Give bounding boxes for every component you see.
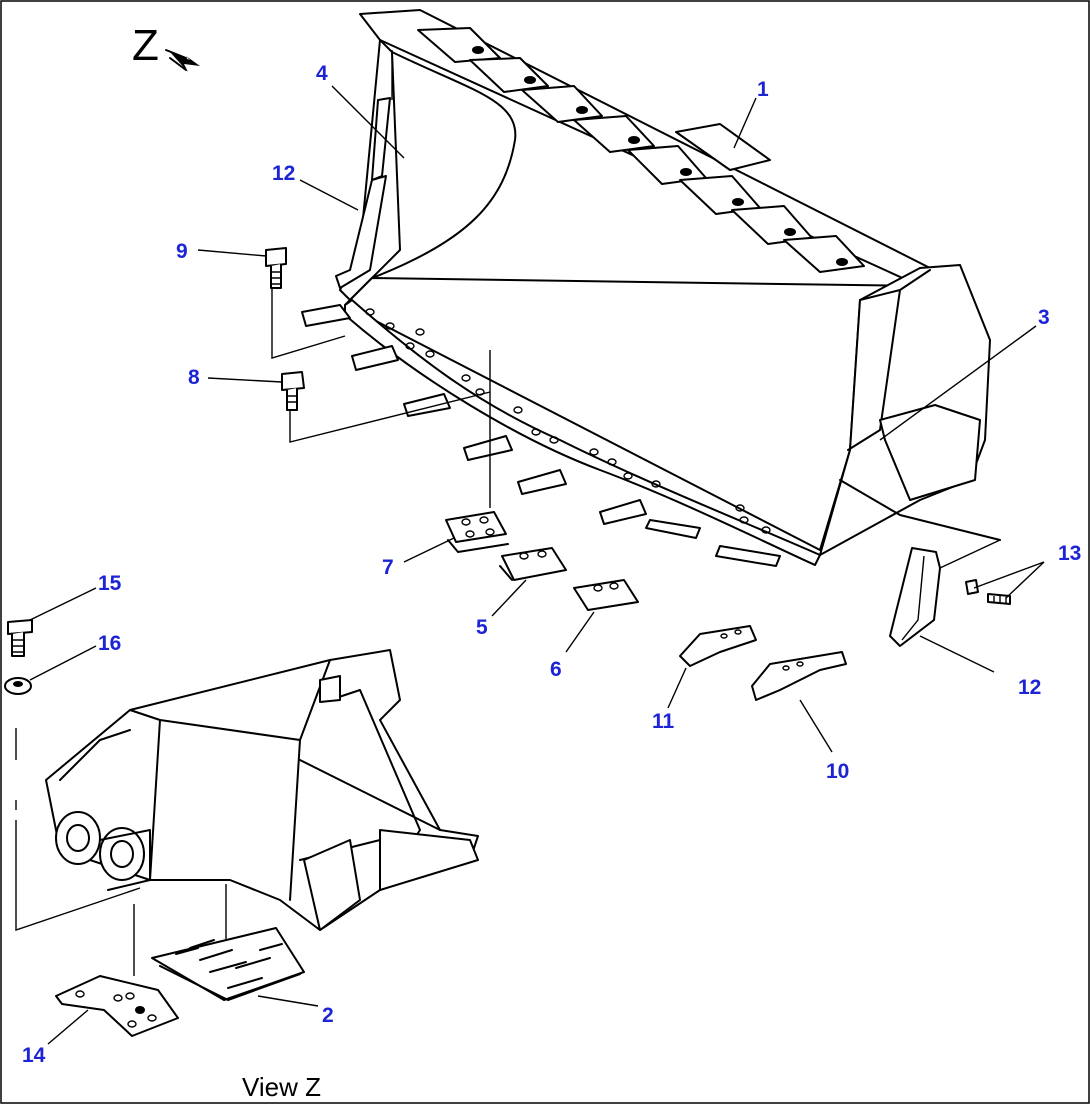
callout-2: 2 xyxy=(322,1004,334,1027)
callout-6: 6 xyxy=(550,658,562,681)
callout-3: 3 xyxy=(1038,306,1050,329)
view-z-marker: Z xyxy=(132,21,159,70)
side-shroud-lower xyxy=(889,547,941,647)
view-z-bucket xyxy=(45,649,479,931)
callout-10: 10 xyxy=(826,760,849,783)
view-direction-arrow xyxy=(170,52,200,72)
bucket-assembly xyxy=(301,9,1001,567)
bolt-13-set xyxy=(965,579,1011,605)
top-wear-plates xyxy=(417,27,865,273)
callout-14: 14 xyxy=(22,1044,46,1067)
rail-bracket xyxy=(675,123,771,171)
callout-11: 11 xyxy=(652,710,675,733)
plate-7 xyxy=(445,511,507,543)
assembly-leaders xyxy=(271,288,1001,569)
callout-13: 13 xyxy=(1058,542,1081,565)
wear-plate-2 xyxy=(151,927,305,1001)
view-z-caption: View Z xyxy=(242,1072,321,1102)
bolt-8 xyxy=(281,371,305,411)
tooth-11 xyxy=(679,625,757,667)
view-direction-arrow-shaft xyxy=(165,49,187,71)
bolt-15 xyxy=(7,619,33,657)
callout-1: 1 xyxy=(757,78,769,101)
wear-plate-2-slots xyxy=(175,939,283,989)
plate-6 xyxy=(573,579,639,611)
side-liner-strip xyxy=(371,97,391,181)
callout-leaders xyxy=(29,85,1045,1045)
bucket-back-curve xyxy=(371,51,517,279)
tooth-10 xyxy=(751,651,847,701)
callout-5: 5 xyxy=(476,616,488,639)
plate-5 xyxy=(501,547,567,581)
callout-12-lower: 12 xyxy=(1018,676,1041,699)
view-z-outline xyxy=(45,649,479,931)
plate-14 xyxy=(55,975,179,1037)
callout-9: 9 xyxy=(176,240,188,263)
bolt-9 xyxy=(265,247,287,289)
callout-16: 16 xyxy=(98,632,121,655)
callout-12-upper: 12 xyxy=(272,162,295,185)
side-cutter-plate xyxy=(879,404,981,501)
cutting-edge-bolts xyxy=(365,308,771,534)
callout-8: 8 xyxy=(188,366,200,389)
callout-4: 4 xyxy=(316,62,328,85)
callout-7: 7 xyxy=(382,556,394,579)
side-shroud-upper xyxy=(335,175,387,289)
view-z-leaders xyxy=(15,728,227,976)
washer-16 xyxy=(4,677,32,695)
callout-15: 15 xyxy=(98,572,122,595)
bucket-teeth xyxy=(301,304,781,567)
